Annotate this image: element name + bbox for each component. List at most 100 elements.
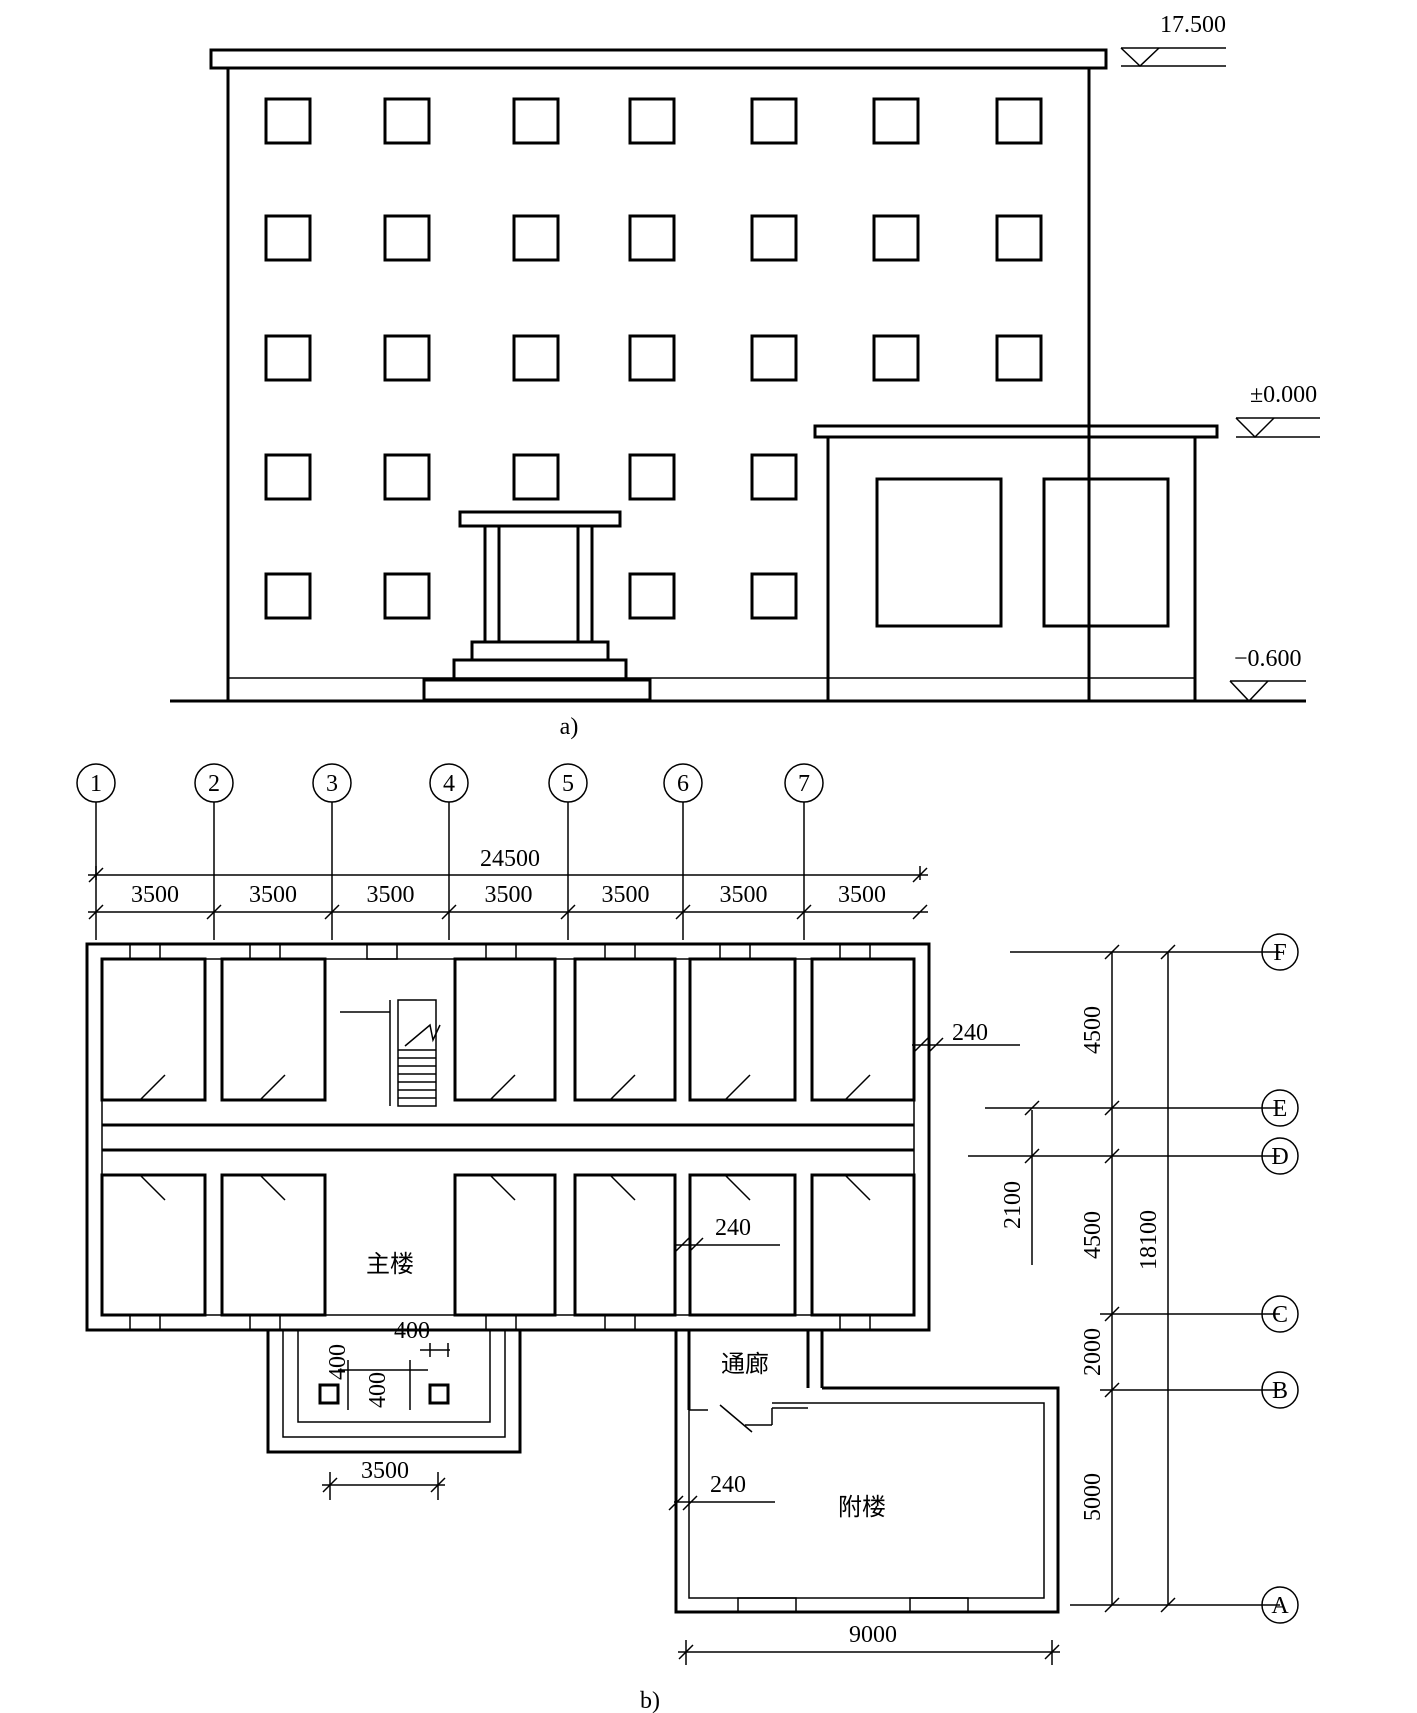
room: [100, 957, 207, 1102]
entrance-porch: [422, 510, 652, 702]
rooms: [100, 957, 916, 1317]
window: [383, 97, 431, 145]
window: [750, 334, 798, 382]
axis-bubble: [1261, 933, 1299, 971]
dim-label-wall-mid: 240: [715, 1215, 751, 1241]
window: [383, 572, 431, 620]
dim-label-bay: 3500: [485, 882, 533, 908]
dim-label-vertical: 2000: [1080, 1328, 1106, 1376]
window: [264, 334, 312, 382]
room: [810, 1173, 916, 1317]
level-marker-zero: ±0.000: [1235, 382, 1320, 439]
room: [810, 957, 916, 1102]
axis-number: 7: [798, 771, 810, 797]
axis-number: 1: [90, 771, 102, 797]
dim-label-vertical: 4500: [1080, 1211, 1106, 1259]
main-outer-wall: [85, 942, 931, 1332]
room: [453, 1173, 557, 1317]
window: [512, 453, 560, 501]
window: [995, 214, 1043, 262]
stair: [340, 999, 441, 1107]
dim-label-bay: 3500: [720, 882, 768, 908]
annex-elevation: [813, 424, 1219, 703]
level-label-ground: −0.600: [1234, 646, 1302, 672]
axis-letter: F: [1273, 940, 1286, 966]
annex-plan: [674, 1386, 1060, 1614]
window: [628, 453, 676, 501]
porch-column-left: [483, 524, 501, 644]
dim-label-vertical: 18100: [1136, 1210, 1162, 1270]
axis-letter: C: [1272, 1302, 1288, 1328]
porch-canopy: [458, 510, 622, 528]
dim-total-width: 24500: [88, 846, 928, 883]
axis-letter: A: [1271, 1593, 1289, 1619]
elevation-view: 17.500 ±0.000 −0.600 a): [170, 12, 1320, 740]
caption-a: a): [560, 714, 579, 740]
dim-label-bay: 3500: [249, 882, 297, 908]
axis-letter: D: [1271, 1144, 1288, 1170]
porch-step-1: [470, 640, 610, 662]
window: [995, 334, 1043, 382]
window: [628, 572, 676, 620]
main-roof-slab: [209, 48, 1108, 70]
window: [512, 334, 560, 382]
window: [512, 97, 560, 145]
room: [220, 1173, 327, 1317]
dim-label-vertical: 5000: [1080, 1473, 1106, 1521]
axis-letter: E: [1273, 1096, 1288, 1122]
annex-window-left: [875, 477, 1003, 628]
window: [628, 214, 676, 262]
window: [383, 453, 431, 501]
dim-label-bay: 3500: [838, 882, 886, 908]
dim-label-annex: 9000: [849, 1622, 897, 1648]
label-main-building: 主楼: [366, 1250, 414, 1278]
axis-letter: B: [1272, 1378, 1288, 1404]
dim-label-bay: 3500: [602, 882, 650, 908]
main-corridor: [102, 1123, 914, 1152]
porch-column-right: [576, 524, 594, 644]
window: [750, 214, 798, 262]
dim-label-wall-right: 240: [952, 1020, 988, 1046]
axis-number: 2: [208, 771, 220, 797]
axis-grid-letters: F ED C B A: [1261, 933, 1299, 1624]
axis-number: 6: [677, 771, 689, 797]
dim-wall-thickness: 240 240 240: [668, 1020, 1020, 1511]
window: [750, 453, 798, 501]
porch-step-3: [422, 678, 652, 702]
window: [383, 214, 431, 262]
axis-number: 3: [326, 771, 338, 797]
window: [750, 572, 798, 620]
dim-label-col-height: 400: [365, 1372, 391, 1408]
window: [872, 214, 920, 262]
dim-label-bay: 3500: [131, 882, 179, 908]
room: [573, 1173, 677, 1317]
dim-label-total-width: 24500: [480, 846, 540, 872]
axis-number: 5: [562, 771, 574, 797]
room: [453, 957, 557, 1102]
annex-window-right: [1042, 477, 1170, 628]
dim-label-vertical: 4500: [1080, 1006, 1106, 1054]
room: [573, 957, 677, 1102]
dim-label-bay: 3500: [367, 882, 415, 908]
porch-column-plan-right: [428, 1383, 450, 1405]
label-corridor: 通廊: [721, 1350, 769, 1378]
axis-bubble: [1261, 1371, 1299, 1409]
window: [995, 97, 1043, 145]
window: [264, 453, 312, 501]
room: [220, 957, 327, 1102]
window: [872, 97, 920, 145]
window: [264, 97, 312, 145]
dim-label-col-width: 400: [394, 1318, 430, 1344]
window: [628, 97, 676, 145]
window: [872, 334, 920, 382]
porch-column-plan-left: [318, 1383, 340, 1405]
axis-bubble: [1261, 1089, 1299, 1127]
dim-vertical: 4500 2100 4500 2000 5000 18100: [968, 944, 1280, 1613]
level-marker-top: 17.500: [1120, 12, 1226, 68]
room: [688, 957, 797, 1102]
window: [628, 334, 676, 382]
dim-label-vertical: 2100: [1000, 1181, 1026, 1229]
